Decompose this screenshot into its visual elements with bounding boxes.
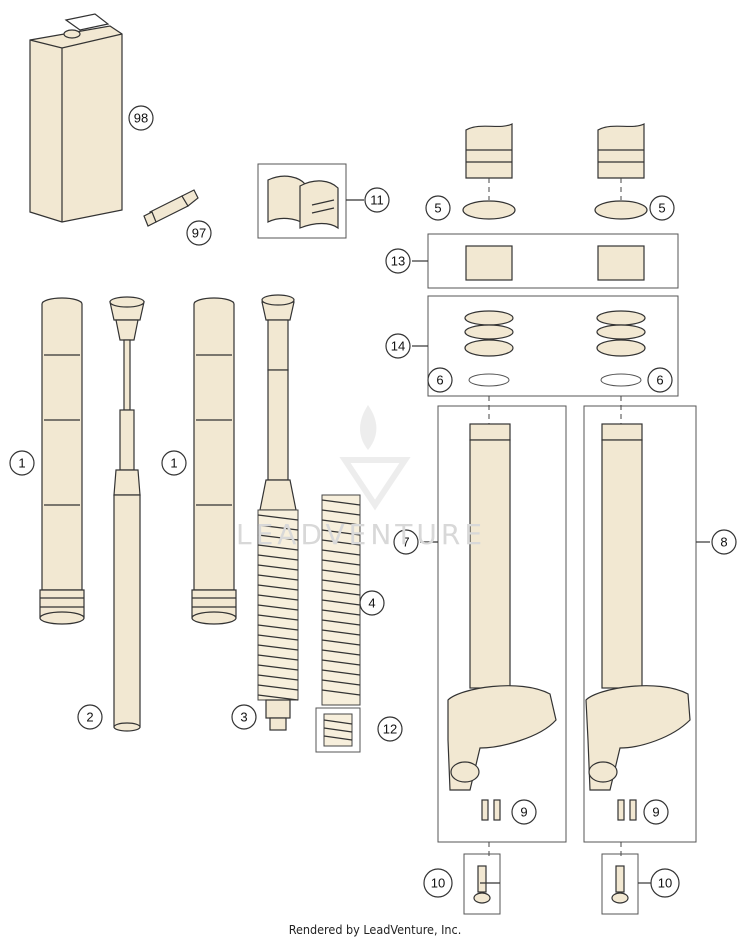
callout-10b: 10 [650, 868, 680, 898]
callout-4: 4 [359, 590, 385, 616]
watermark-logo [339, 405, 411, 511]
callout-6b: 6 [647, 367, 673, 393]
outer-tube-right-part [191, 297, 237, 625]
dust-wiper-right-part [594, 200, 648, 220]
svg-text:10: 10 [431, 876, 445, 891]
callout-5a: 5 [425, 195, 451, 221]
svg-text:4: 4 [368, 596, 375, 611]
stanchion-top-right [597, 123, 645, 200]
callout-11: 11 [364, 187, 390, 213]
svg-text:10: 10 [658, 876, 672, 891]
oil-can-part [29, 13, 123, 223]
svg-text:13: 13 [391, 254, 405, 269]
grease-tube-part [143, 189, 199, 227]
svg-text:14: 14 [391, 339, 405, 354]
svg-text:5: 5 [658, 201, 665, 216]
svg-text:6: 6 [656, 373, 663, 388]
inner-tube-right-part [583, 396, 697, 843]
inner-tube-left-part [437, 396, 567, 843]
seal-kit-box-14 [427, 295, 679, 397]
outer-tube-left-part [39, 297, 85, 625]
leader-lines [346, 199, 710, 884]
callout-5b: 5 [649, 195, 675, 221]
svg-text:9: 9 [652, 805, 659, 820]
bolt-box-right [601, 842, 639, 915]
svg-text:98: 98 [134, 111, 148, 126]
callout-6a: 6 [427, 367, 453, 393]
svg-text:97: 97 [192, 226, 206, 241]
seal-kit-box-13 [427, 233, 679, 289]
callout-10a: 10 [423, 868, 453, 898]
callout-9a: 9 [511, 799, 537, 825]
callout-98: 98 [128, 105, 154, 131]
svg-text:8: 8 [720, 535, 727, 550]
callout-8: 8 [711, 529, 737, 555]
preload-spring-part [315, 707, 361, 753]
callout-12: 12 [377, 716, 403, 742]
callout-1b: 1 [161, 450, 187, 476]
callout-7: 7 [393, 529, 419, 555]
watermark-text: LEADVENTURE [236, 518, 487, 551]
callout-14: 14 [385, 333, 411, 359]
stanchion-top-left [465, 123, 513, 200]
svg-text:7: 7 [402, 535, 409, 550]
svg-text:6: 6 [436, 373, 443, 388]
svg-text:1: 1 [18, 456, 25, 471]
damper-cartridge-part [109, 296, 145, 732]
dust-wiper-left-part [462, 200, 516, 220]
svg-text:2: 2 [86, 710, 93, 725]
callout-97: 97 [186, 220, 212, 246]
bushing-kit-part [257, 163, 347, 239]
footer-credit: Rendered by LeadVenture, Inc. [288, 922, 462, 937]
callout-13: 13 [385, 248, 411, 274]
svg-text:1: 1 [170, 456, 177, 471]
svg-text:9: 9 [520, 805, 527, 820]
callout-3: 3 [231, 704, 257, 730]
callout-9b: 9 [643, 799, 669, 825]
bolt-box-left [463, 842, 501, 915]
callout-2: 2 [77, 704, 103, 730]
coil-spring-mark [257, 509, 299, 701]
svg-text:11: 11 [370, 193, 384, 208]
spring-cartridge-part [257, 294, 299, 731]
svg-text:3: 3 [240, 710, 247, 725]
fork-spring-part [321, 494, 361, 706]
svg-text:12: 12 [383, 722, 397, 737]
callout-1a: 1 [9, 450, 35, 476]
svg-text:5: 5 [434, 201, 441, 216]
